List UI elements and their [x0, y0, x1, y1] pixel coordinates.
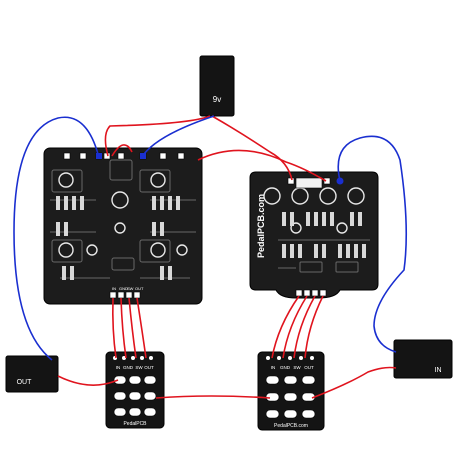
fs-right-pad-out: OUT — [304, 365, 314, 370]
footswitch-left: IN GND SW OUT PedalPCB — [105, 351, 165, 429]
wire-left-pcb-to-fs-left-4 — [136, 297, 147, 359]
wire-in-jack-ground-to-right-pcb — [337, 135, 408, 353]
wire-right-pcb-to-fs-right-2 — [282, 295, 308, 359]
wire-right-pcb-to-fs-right-1 — [271, 295, 300, 359]
fs-left-pad-gnd: GND — [123, 365, 134, 370]
wire-left-pcb-to-fs-left-2 — [120, 297, 127, 359]
fs-right-brand: PedalPCB.com — [274, 423, 308, 429]
fs-left-pad-out: OUT — [144, 365, 154, 370]
red-wires — [57, 115, 397, 399]
wire-battery-ground-to-left-pcb — [143, 115, 215, 155]
left-pcb-pad-sw: SW — [127, 286, 134, 291]
left-pcb: IN GND SW OUT — [43, 147, 203, 305]
fs-left-pad-in: IN — [116, 365, 121, 370]
out-jack-label: OUT — [17, 379, 33, 386]
fs-right-pad-gnd: GND — [280, 365, 291, 370]
fs-left-pad-sw: SW — [135, 365, 143, 370]
wire-out-jack-to-fs-left — [57, 375, 119, 386]
left-pcb-pad-in: IN — [112, 286, 116, 291]
wire-out-jack-ground-to-left-pcb — [13, 116, 99, 361]
battery-9v: 9v — [199, 55, 235, 117]
fs-right-pad-sw: SW — [293, 365, 301, 370]
wire-right-pcb-to-fs-right-4 — [304, 295, 324, 359]
right-pcb-brand: PedalPCB.com — [256, 194, 266, 258]
wire-right-pcb-to-fs-right-3 — [293, 295, 316, 359]
right-pcb: PedalPCB.com — [249, 171, 379, 299]
in-jack-label: IN — [435, 367, 442, 374]
wire-fs-left-to-fs-right — [155, 395, 271, 399]
wire-battery-to-right-pcb — [211, 115, 293, 181]
left-pcb-pad-out: OUT — [135, 286, 144, 291]
wire-left-pcb-hop — [111, 144, 133, 157]
wire-left-pcb-to-fs-left-3 — [128, 297, 137, 359]
left-pcb-pad-gnd: GND — [119, 286, 128, 291]
fs-right-pad-in: IN — [271, 365, 276, 370]
in-jack: IN — [393, 339, 453, 379]
wire-left-pcb-to-fs-left-1 — [112, 297, 117, 359]
wire-left-pcb-to-right-pcb — [197, 149, 327, 182]
footswitch-right: IN GND SW OUT PedalPCB.com — [257, 351, 325, 431]
blue-wires — [13, 115, 408, 361]
wire-fs-right-to-in-jack — [311, 366, 397, 399]
out-jack: OUT — [5, 355, 59, 393]
wire-battery-to-left-pcb — [104, 115, 211, 157]
battery-label: 9v — [213, 95, 221, 104]
fs-left-brand: PedalPCB — [123, 421, 147, 427]
